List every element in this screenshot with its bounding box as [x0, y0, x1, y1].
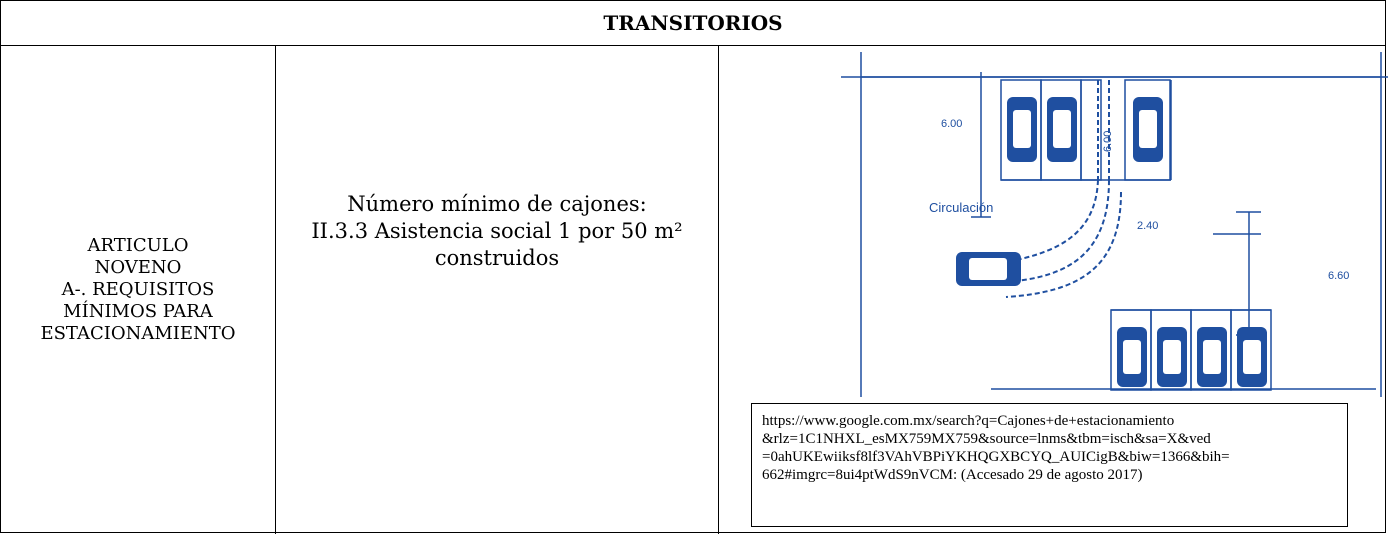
citation-line: &rlz=1C1NHXL_esMX759MX759&source=lnms&tb…	[762, 431, 1211, 447]
circulation-label: Circulación	[929, 200, 993, 215]
citation-line: 662#imgrc=8ui4ptWdS9nVCM: (Accesado 29 d…	[762, 467, 1143, 483]
header-title: TRANSITORIOS	[603, 11, 783, 35]
requirement-cell: Número mínimo de cajones: II.3.3 Asisten…	[276, 46, 719, 534]
dim-top-depth: 6.00	[941, 118, 962, 130]
article-cell: ARTICULO NOVENO A-. REQUISITOS MÍNIMOS P…	[1, 46, 276, 534]
requirement-line: construidos	[434, 246, 560, 270]
drawing-cell: 6.00 6.00 Circulación 2.40 6.60 https://…	[719, 46, 1388, 534]
table-header: TRANSITORIOS	[1, 1, 1385, 46]
requirement-line: II.3.3 Asistencia social 1 por 50 m²	[311, 219, 683, 243]
dim-aisle-width: 6.60	[1328, 270, 1349, 282]
citation-line: =0ahUKEwiiksf8lf3VAhVBPiYKHQGXBCYQ_AUICi…	[762, 449, 1230, 465]
citation-line: https://www.google.com.mx/search?q=Cajon…	[762, 413, 1175, 429]
requirement-line: Número mínimo de cajones:	[347, 192, 647, 216]
article-line: MÍNIMOS PARA	[63, 301, 213, 322]
article-line: A-. REQUISITOS	[61, 279, 215, 300]
article-line: ARTICULO	[87, 235, 189, 256]
parking-layout-drawing: 6.00 6.00 Circulación 2.40 6.60	[841, 52, 1388, 397]
article-line: ESTACIONAMIENTO	[40, 323, 236, 344]
citation-box: https://www.google.com.mx/search?q=Cajon…	[751, 403, 1348, 527]
dim-stall-width: 2.40	[1137, 220, 1158, 232]
article-line: NOVENO	[94, 257, 182, 278]
dim-lane-depth: 6.00	[1102, 131, 1114, 152]
